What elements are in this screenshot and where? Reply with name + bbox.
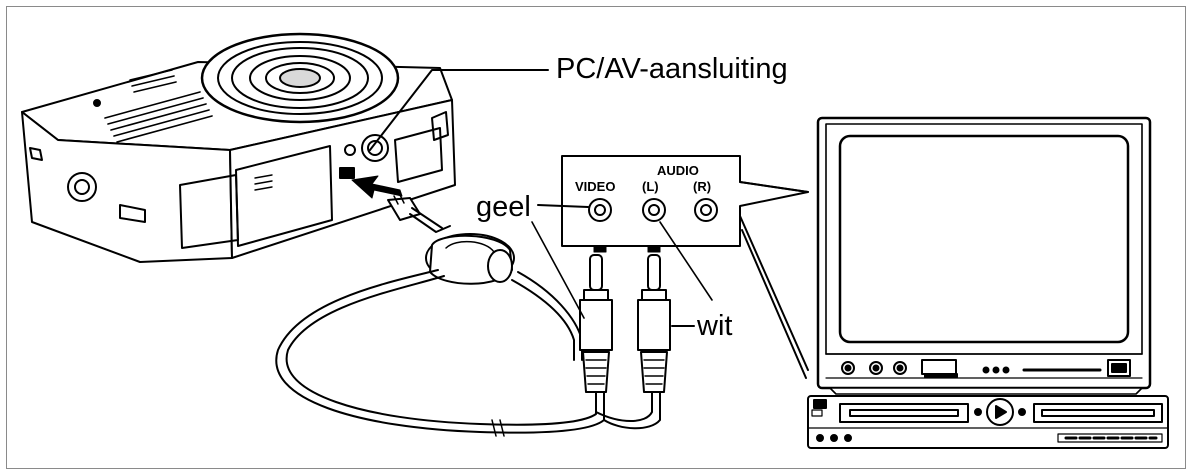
yellow-leader-line	[537, 204, 589, 208]
jack-video-label: VIDEO	[575, 179, 616, 194]
yellow-label: geel	[476, 191, 531, 223]
camera	[21, 32, 456, 263]
jack-right-label: (R)	[693, 179, 712, 194]
rca-plug-white	[637, 254, 671, 393]
television	[816, 116, 1152, 395]
jack-panel	[561, 155, 809, 247]
insert-arrow	[351, 175, 403, 199]
white-jack-leader	[659, 221, 713, 301]
jack-audio-label: AUDIO	[657, 163, 699, 178]
video-recorder	[807, 395, 1169, 449]
port-leader-line	[369, 69, 549, 151]
jack-left-label: (L)	[642, 179, 659, 194]
port-label: PC/AV-aansluiting	[556, 53, 788, 85]
white-label: wit	[697, 310, 733, 342]
yellow-cable-leader	[531, 221, 585, 319]
av-cable	[275, 194, 661, 437]
rca-plug-yellow	[579, 254, 613, 393]
